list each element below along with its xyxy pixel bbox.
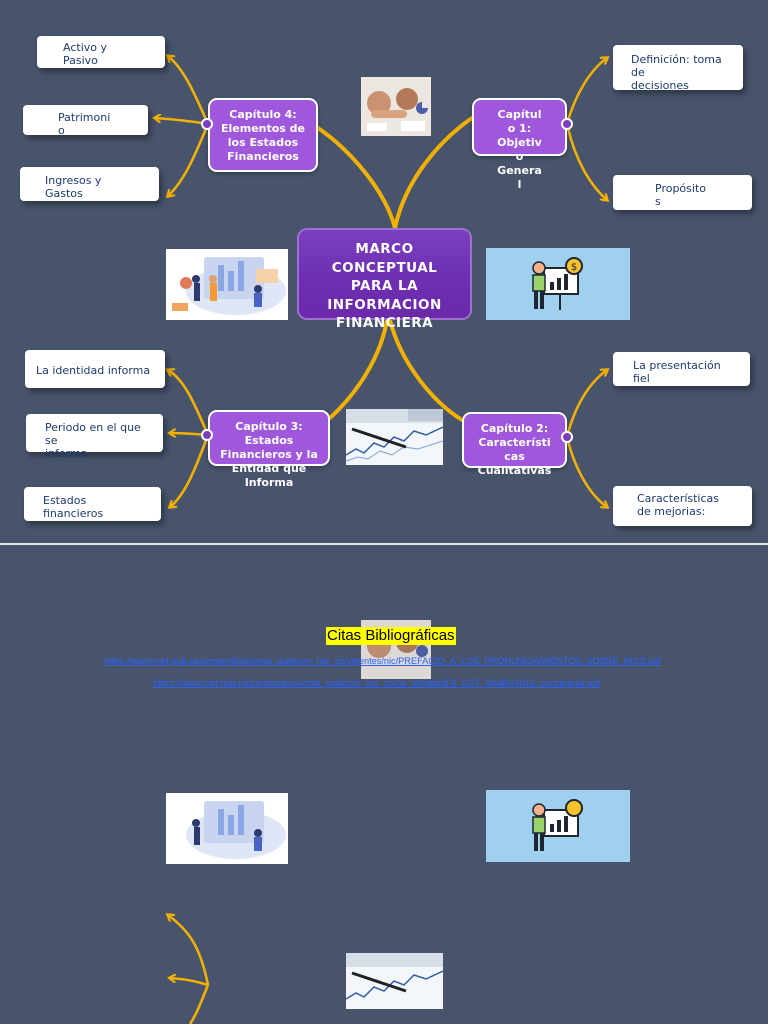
page-divider bbox=[0, 543, 768, 545]
leaf-proposito[interactable]: Propósito s bbox=[613, 175, 752, 210]
leaf-periodo[interactable]: Periodo en el que se informa bbox=[26, 414, 163, 460]
arrow-identidad bbox=[168, 370, 210, 437]
citations-page bbox=[0, 545, 768, 1024]
leaf-identidad-informa[interactable]: La identidad informa bbox=[25, 350, 165, 388]
chapter-4-handle[interactable] bbox=[201, 118, 213, 130]
team-dashboard-illustration-copy bbox=[166, 793, 288, 864]
chapter-2-handle[interactable] bbox=[561, 431, 573, 443]
finance-chart-photo bbox=[346, 409, 443, 465]
chapter-1-node[interactable]: Capítul o 1: Objetiv o Genera l bbox=[472, 98, 567, 191]
presenter-illustration-copy bbox=[486, 790, 630, 862]
chapter-3-node[interactable]: Capítulo 3: Estados Financieros y la Ent… bbox=[208, 410, 330, 489]
citation-link-1[interactable]: https://www.mef.gob.pe/contenidos/conta_… bbox=[104, 656, 661, 666]
central-topic[interactable]: MARCO CONCEPTUAL PARA LA INFORMACION FIN… bbox=[297, 228, 472, 331]
leaf-caracteristicas-mejoras[interactable]: Características de mejorias: bbox=[613, 486, 752, 526]
leaf-definicion[interactable]: Definición: toma de decisiones bbox=[613, 45, 743, 90]
connector-ch2 bbox=[388, 318, 464, 422]
chapter-4-node[interactable]: Capítulo 4: Elementos de los Estados Fin… bbox=[208, 98, 318, 172]
leaf-patrimonio[interactable]: Patrimoni o bbox=[23, 105, 148, 137]
svg-text:$: $ bbox=[571, 262, 577, 273]
chapter-3-handle[interactable] bbox=[201, 429, 213, 441]
arrow-activo bbox=[168, 56, 210, 126]
connector-ch3 bbox=[328, 318, 389, 420]
finance-chart-photo-copy bbox=[346, 953, 443, 1009]
leaf-ingresos-gastos[interactable]: Ingresos y Gastos bbox=[20, 167, 159, 201]
chapter-1-handle[interactable] bbox=[561, 118, 573, 130]
leaf-estados-financieros[interactable]: Estados financieros bbox=[24, 487, 161, 521]
arrow-proposito bbox=[565, 122, 607, 200]
connector-ch1 bbox=[393, 116, 474, 230]
citation-link-2[interactable]: https://www.mef.gob.pe/contenidos/conta_… bbox=[153, 678, 600, 688]
mind-map-page: MARCO CONCEPTUAL PARA LA INFORMACION FIN… bbox=[20, 36, 752, 526]
citations-decoration bbox=[0, 545, 210, 1024]
teamwork-photo bbox=[361, 77, 431, 136]
arrow-presentacion bbox=[565, 370, 607, 439]
chapter-2-node[interactable]: Capítulo 2: Característi cas Cualitativa… bbox=[462, 412, 567, 477]
leaf-presentacion-fiel[interactable]: La presentación fiel bbox=[613, 352, 750, 386]
presenter-illustration: $ bbox=[486, 248, 630, 320]
connector-ch4 bbox=[316, 126, 397, 230]
leaf-activo-pasivo[interactable]: Activo y Pasivo bbox=[37, 36, 165, 68]
citations-title: Citas Bibliográficas bbox=[326, 627, 456, 645]
arrow-definicion bbox=[565, 58, 607, 126]
arrow-ingresos bbox=[168, 122, 210, 196]
arrow-estados bbox=[170, 433, 210, 507]
arrow-mejoras bbox=[565, 435, 607, 507]
team-dashboard-illustration bbox=[166, 249, 288, 320]
